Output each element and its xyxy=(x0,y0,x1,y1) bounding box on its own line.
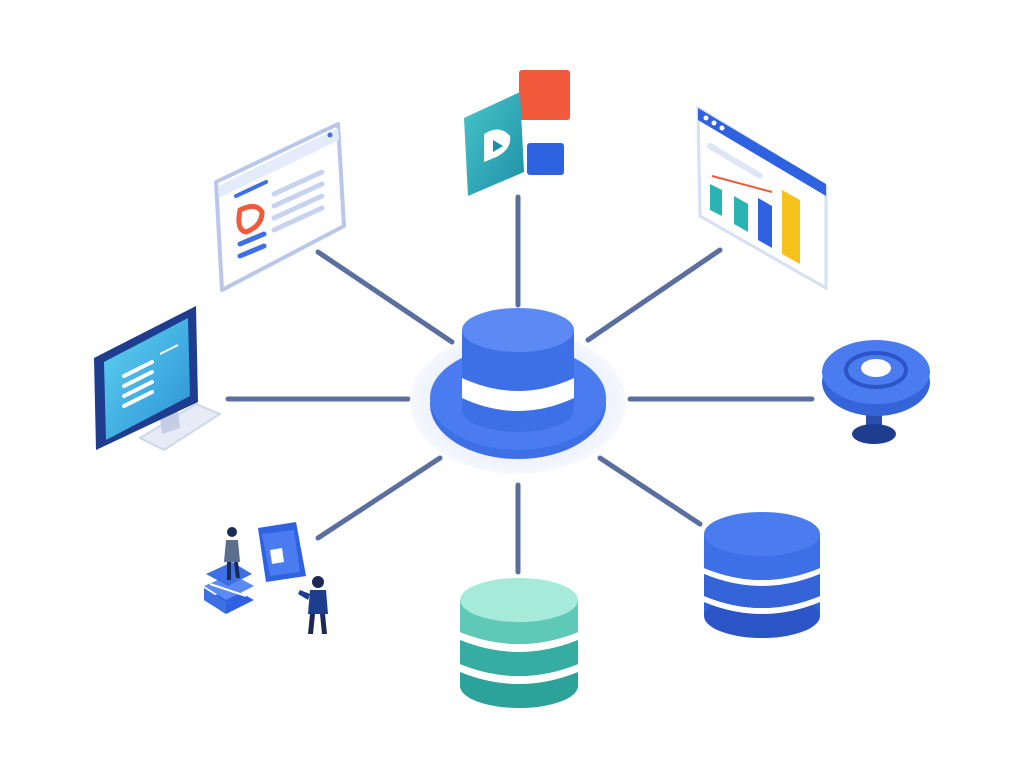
desktop-monitor-icon xyxy=(94,306,223,452)
dashboard-dot-2 xyxy=(711,120,717,126)
disc-sensor-icon xyxy=(822,340,930,444)
dashboard-titlebar xyxy=(698,108,826,196)
people-collaboration-icon xyxy=(204,522,328,634)
person-2-arm xyxy=(298,590,310,600)
hub-cylinder-top xyxy=(462,308,574,352)
connector-blue-database xyxy=(597,455,703,527)
green-db-band-1 xyxy=(460,632,578,652)
stack-block-stripe xyxy=(209,583,247,597)
blue-db-top xyxy=(704,512,820,556)
person-1-legs xyxy=(227,562,240,580)
analytics-dashboard-icon xyxy=(696,105,828,291)
blue-database-icon xyxy=(704,512,820,638)
central-database-icon xyxy=(410,308,626,474)
person-2-head xyxy=(312,576,324,588)
card-glyph xyxy=(270,548,284,564)
sensor-center xyxy=(861,359,891,377)
sensor-ring xyxy=(844,351,908,389)
blue-db-band-2 xyxy=(704,596,820,614)
dashboard-trend-line xyxy=(711,175,773,193)
dashboard-bar-3 xyxy=(758,198,772,248)
monitor-screen xyxy=(104,318,190,440)
green-db-band-2 xyxy=(460,664,578,684)
document-titlebar xyxy=(218,128,339,198)
app-tiles-icon xyxy=(464,70,570,196)
hub-band xyxy=(462,378,574,411)
document-orange-badge-icon xyxy=(236,204,265,235)
document-dot xyxy=(327,132,333,138)
document-link-lines xyxy=(237,231,267,259)
document-header-bar xyxy=(234,180,268,198)
document-window-icon xyxy=(214,122,346,292)
person-2-legs xyxy=(308,614,327,634)
person-2-body xyxy=(308,590,328,614)
green-db-top xyxy=(460,578,578,622)
blue-db-band-1 xyxy=(704,568,820,586)
connector-lines xyxy=(225,194,815,575)
stack-block-bottom-side xyxy=(204,588,226,614)
stack-block-mid xyxy=(204,574,254,600)
person-1-body xyxy=(224,540,240,562)
dashboard-bar-4 xyxy=(782,190,800,264)
blue-db-middle xyxy=(704,574,820,608)
dashboard-dot-3 xyxy=(719,125,725,131)
orange-tile xyxy=(519,70,570,120)
document-text-lines xyxy=(271,169,325,233)
connector-team xyxy=(315,455,443,541)
dashboard-bar-1 xyxy=(710,184,722,216)
monitor-accent-line xyxy=(159,344,179,355)
sensor-base xyxy=(852,424,896,444)
dashboard-dot-1 xyxy=(703,115,709,121)
dashboard-text-line xyxy=(707,143,763,179)
document-frame xyxy=(214,122,346,292)
person-1-head xyxy=(227,527,237,537)
monitor-text-lines xyxy=(122,360,154,408)
dashboard-bar-2 xyxy=(734,196,748,232)
green-database-icon xyxy=(460,578,578,708)
connector-dashboard xyxy=(585,247,723,343)
play-triangle xyxy=(493,140,503,152)
blue-tile xyxy=(527,143,564,175)
connector-document xyxy=(315,249,455,345)
green-db-middle xyxy=(460,640,578,676)
